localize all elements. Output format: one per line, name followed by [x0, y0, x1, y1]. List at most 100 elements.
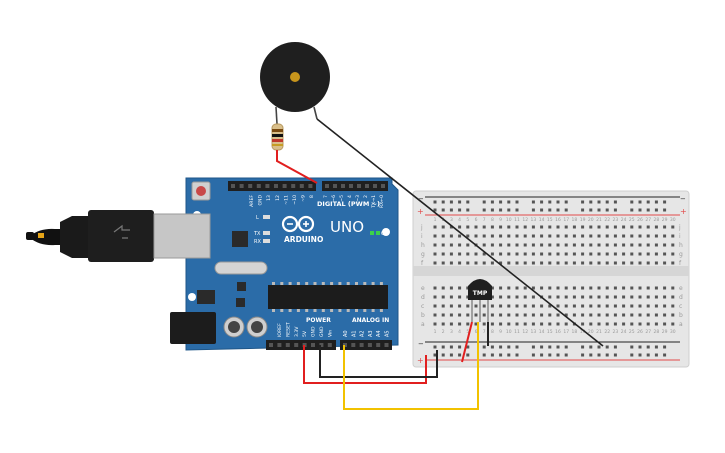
breadboard-hole[interactable]	[515, 304, 519, 308]
breadboard-hole[interactable]	[466, 252, 470, 256]
breadboard-hole[interactable]	[441, 353, 445, 357]
breadboard-hole[interactable]	[441, 286, 445, 290]
breadboard-hole[interactable]	[671, 252, 675, 256]
breadboard-hole[interactable]	[482, 345, 486, 349]
breadboard-hole[interactable]	[515, 286, 519, 290]
breadboard-hole[interactable]	[458, 225, 462, 229]
digital-header-left[interactable]	[228, 181, 316, 191]
breadboard-hole[interactable]	[556, 208, 560, 212]
breadboard-hole[interactable]	[482, 243, 486, 247]
breadboard-hole[interactable]	[605, 261, 609, 265]
breadboard-hole[interactable]	[458, 234, 462, 238]
breadboard-hole[interactable]	[622, 295, 626, 299]
breadboard-hole[interactable]	[449, 208, 453, 212]
breadboard-hole[interactable]	[499, 261, 503, 265]
breadboard-hole[interactable]	[654, 243, 658, 247]
breadboard-hole[interactable]	[531, 295, 535, 299]
breadboard-hole[interactable]	[638, 304, 642, 308]
reset-button[interactable]	[196, 186, 206, 196]
breadboard-hole[interactable]	[622, 313, 626, 317]
breadboard-hole[interactable]	[671, 225, 675, 229]
breadboard-hole[interactable]	[466, 261, 470, 265]
breadboard-hole[interactable]	[540, 200, 544, 204]
breadboard-hole[interactable]	[605, 252, 609, 256]
breadboard-hole[interactable]	[572, 243, 576, 247]
breadboard-hole[interactable]	[449, 295, 453, 299]
breadboard-hole[interactable]	[548, 234, 552, 238]
breadboard-hole[interactable]	[531, 304, 535, 308]
breadboard-hole[interactable]	[638, 208, 642, 212]
breadboard-hole[interactable]	[663, 252, 667, 256]
breadboard-holes[interactable]	[433, 200, 675, 357]
breadboard-hole[interactable]	[622, 322, 626, 326]
breadboard-hole[interactable]	[466, 243, 470, 247]
breadboard-hole[interactable]	[564, 234, 568, 238]
breadboard-hole[interactable]	[654, 353, 658, 357]
breadboard-hole[interactable]	[490, 313, 494, 317]
breadboard-hole[interactable]	[556, 243, 560, 247]
breadboard-hole[interactable]	[458, 208, 462, 212]
breadboard-hole[interactable]	[523, 261, 527, 265]
breadboard-hole[interactable]	[449, 322, 453, 326]
breadboard-hole[interactable]	[433, 243, 437, 247]
breadboard-hole[interactable]	[572, 295, 576, 299]
breadboard-hole[interactable]	[581, 286, 585, 290]
breadboard-hole[interactable]	[654, 313, 658, 317]
breadboard-hole[interactable]	[515, 353, 519, 357]
breadboard-hole[interactable]	[589, 234, 593, 238]
breadboard-hole[interactable]	[589, 208, 593, 212]
breadboard-hole[interactable]	[597, 200, 601, 204]
breadboard-hole[interactable]	[490, 353, 494, 357]
breadboard-hole[interactable]	[507, 243, 511, 247]
breadboard-hole[interactable]	[646, 208, 650, 212]
breadboard-hole[interactable]	[466, 295, 470, 299]
breadboard-hole[interactable]	[556, 322, 560, 326]
breadboard-hole[interactable]	[499, 252, 503, 256]
breadboard-hole[interactable]	[597, 295, 601, 299]
breadboard-hole[interactable]	[449, 345, 453, 349]
breadboard-hole[interactable]	[605, 313, 609, 317]
breadboard-hole[interactable]	[589, 286, 593, 290]
breadboard-hole[interactable]	[531, 208, 535, 212]
breadboard-hole[interactable]	[572, 304, 576, 308]
breadboard-hole[interactable]	[613, 322, 617, 326]
breadboard-hole[interactable]	[671, 304, 675, 308]
breadboard-hole[interactable]	[646, 345, 650, 349]
breadboard-hole[interactable]	[638, 261, 642, 265]
breadboard-hole[interactable]	[499, 234, 503, 238]
breadboard-hole[interactable]	[531, 353, 535, 357]
breadboard-hole[interactable]	[540, 345, 544, 349]
breadboard-hole[interactable]	[564, 295, 568, 299]
breadboard-hole[interactable]	[548, 252, 552, 256]
breadboard-hole[interactable]	[515, 208, 519, 212]
breadboard-hole[interactable]	[663, 353, 667, 357]
breadboard-hole[interactable]	[581, 252, 585, 256]
breadboard-hole[interactable]	[548, 322, 552, 326]
breadboard-hole[interactable]	[564, 208, 568, 212]
breadboard-hole[interactable]	[490, 261, 494, 265]
breadboard-hole[interactable]	[630, 200, 634, 204]
breadboard-hole[interactable]	[654, 234, 658, 238]
breadboard-hole[interactable]	[622, 286, 626, 290]
breadboard-hole[interactable]	[433, 225, 437, 229]
breadboard-hole[interactable]	[548, 295, 552, 299]
breadboard-hole[interactable]	[605, 225, 609, 229]
breadboard-hole[interactable]	[572, 252, 576, 256]
breadboard-hole[interactable]	[663, 295, 667, 299]
breadboard-hole[interactable]	[458, 243, 462, 247]
breadboard-hole[interactable]	[441, 313, 445, 317]
breadboard-hole[interactable]	[507, 234, 511, 238]
breadboard-hole[interactable]	[638, 252, 642, 256]
breadboard-hole[interactable]	[564, 243, 568, 247]
breadboard-hole[interactable]	[654, 304, 658, 308]
breadboard-hole[interactable]	[663, 286, 667, 290]
breadboard-hole[interactable]	[458, 252, 462, 256]
breadboard-hole[interactable]	[630, 252, 634, 256]
breadboard-hole[interactable]	[548, 345, 552, 349]
breadboard-hole[interactable]	[654, 295, 658, 299]
breadboard-hole[interactable]	[466, 313, 470, 317]
breadboard-hole[interactable]	[638, 322, 642, 326]
breadboard-hole[interactable]	[531, 322, 535, 326]
breadboard-hole[interactable]	[474, 322, 478, 326]
